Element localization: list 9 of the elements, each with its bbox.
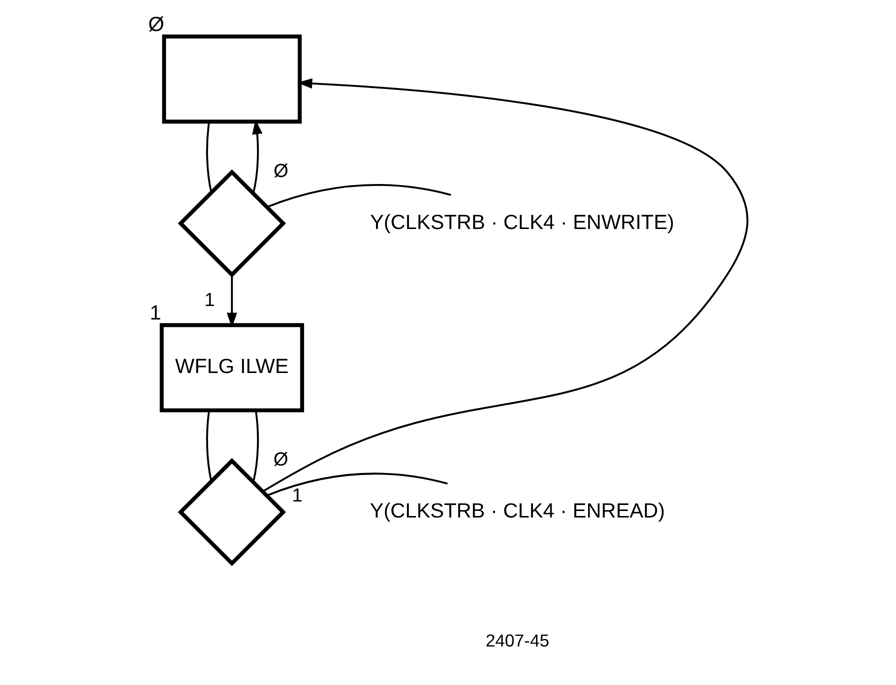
node-text: Y(CLKSTRB · CLK4 · ENREAD) <box>370 499 665 522</box>
edge-label: 1 <box>292 486 303 507</box>
node-text: Y(CLKSTRB · CLK4 · ENWRITE) <box>370 210 674 234</box>
node-label: 1 <box>150 301 162 324</box>
edge-label: Ø <box>274 160 288 182</box>
edge-label: 1 <box>204 290 215 312</box>
label: 2407-45 <box>486 630 550 651</box>
edge-label: Ø <box>274 449 288 470</box>
node-label: Ø <box>148 12 164 36</box>
